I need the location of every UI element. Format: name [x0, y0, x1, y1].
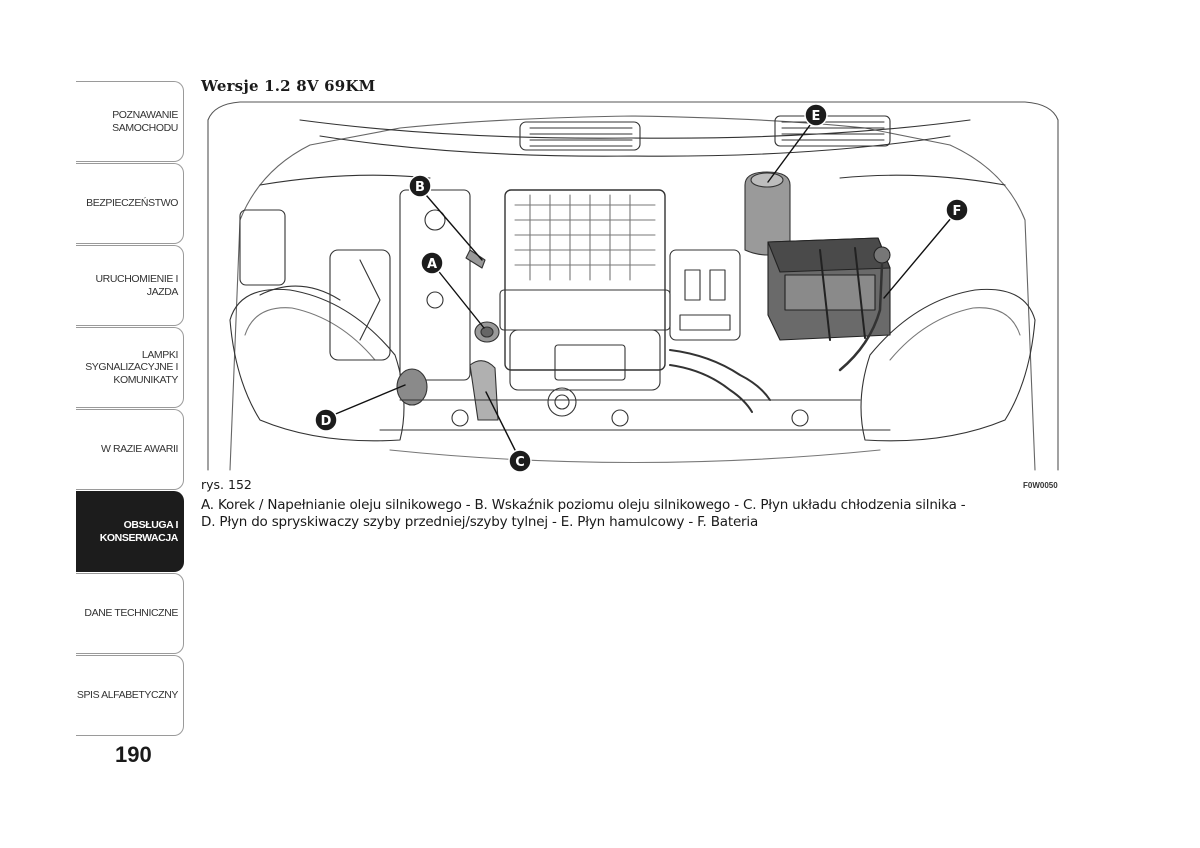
callout-c-label: C: [515, 455, 525, 470]
tab-uruchomienie-i-jazda[interactable]: URUCHOMIENIE I JAZDA: [76, 245, 184, 326]
caption-line-2: D. Płyn do spryskiwaczy szyby przedniej/…: [201, 514, 759, 530]
caption-line-1: A. Korek / Napełnianie oleju silnikowego…: [201, 497, 966, 513]
tab-lampki-sygnalizacyjne[interactable]: LAMPKI SYGNALIZACYJNE I KOMUNIKATY: [76, 327, 184, 408]
tab-label: LAMPKI SYGNALIZACYJNE I KOMUNIKATY: [85, 348, 178, 386]
tab-bezpieczenstwo[interactable]: BEZPIECZEŃSTWO: [76, 163, 184, 244]
callout-d: D: [314, 408, 338, 432]
tab-poznawanie-samochodu[interactable]: POZNAWANIE SAMOCHODU: [76, 81, 184, 162]
callout-c: C: [508, 449, 532, 472]
tab-label: BEZPIECZEŃSTWO: [86, 197, 178, 210]
tab-label: POZNAWANIE SAMOCHODU: [112, 109, 178, 134]
callout-a: A: [420, 251, 444, 275]
callout-e-label: E: [812, 109, 821, 124]
section-title: Wersje 1.2 8V 69KM: [201, 77, 376, 95]
tab-label: W RAZIE AWARII: [100, 443, 178, 456]
tab-label: SPIS ALFABETYCZNY: [76, 689, 179, 702]
tab-label: URUCHOMIENIE I JAZDA: [95, 273, 179, 298]
page-number: 190: [115, 742, 152, 767]
tab-label: OBSŁUGA I KONSERWACJA: [99, 519, 179, 544]
tab-obsluga-i-konserwacja[interactable]: OBSŁUGA I KONSERWACJA: [76, 491, 184, 572]
callout-f: F: [945, 198, 969, 222]
callout-d-label: D: [321, 414, 332, 429]
tab-label: DANE TECHNICZNE: [84, 607, 178, 620]
tab-dane-techniczne[interactable]: DANE TECHNICZNE: [76, 573, 184, 654]
callout-b: B: [408, 174, 432, 198]
chapter-tabs: POZNAWANIE SAMOCHODU BEZPIECZEŃSTWO URUC…: [76, 81, 184, 737]
tab-w-razie-awarii[interactable]: W RAZIE AWARII: [76, 409, 184, 490]
callout-a-label: A: [427, 257, 437, 272]
callout-b-label: B: [415, 180, 425, 195]
callout-e: E: [804, 103, 828, 127]
callout-f-label: F: [953, 204, 962, 219]
engine-bay-illustration: A B C D E F: [207, 101, 1059, 472]
figure-label: rys. 152: [201, 477, 252, 492]
figure-caption: A. Korek / Napełnianie oleju silnikowego…: [201, 497, 1061, 531]
figure-code: F0W0050: [1023, 481, 1058, 490]
tab-spis-alfabetyczny[interactable]: SPIS ALFABETYCZNY: [76, 655, 184, 736]
